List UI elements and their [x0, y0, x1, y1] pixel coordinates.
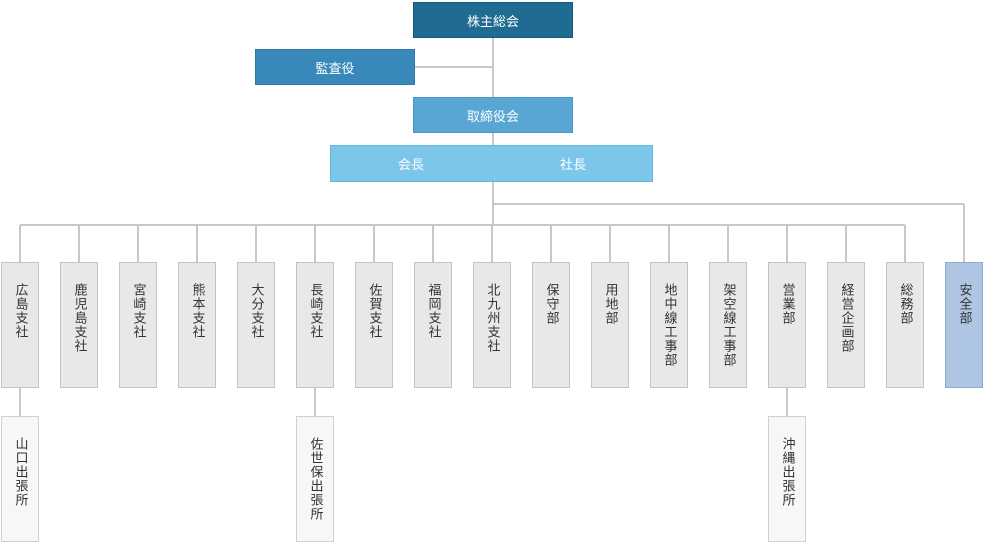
- department-box-general-affairs: 総務部: [886, 262, 924, 388]
- department-box-kitakyushu: 北九州支社: [473, 262, 511, 388]
- department-box-safety: 安全部: [945, 262, 983, 388]
- department-label: 安全部: [956, 283, 972, 325]
- executive-box: 会長 社長: [330, 145, 653, 182]
- department-box-nagasaki: 長崎支社: [296, 262, 334, 388]
- department-label: 地中線工事部: [661, 283, 677, 367]
- department-box-underground-line: 地中線工事部: [650, 262, 688, 388]
- department-box-oita: 大分支社: [237, 262, 275, 388]
- auditor-label: 監査役: [315, 61, 355, 77]
- department-label: 大分支社: [248, 283, 264, 339]
- department-label: 宮崎支社: [130, 283, 146, 339]
- department-box-overhead-line: 架空線工事部: [709, 262, 747, 388]
- department-label: 長崎支社: [307, 283, 323, 339]
- department-label: 総務部: [897, 283, 913, 325]
- board-of-directors-box: 取締役会: [413, 97, 573, 133]
- department-label: 保守部: [543, 283, 559, 325]
- branch-office-label: 佐世保出張所: [307, 437, 323, 521]
- department-box-kumamoto: 熊本支社: [178, 262, 216, 388]
- department-box-saga: 佐賀支社: [355, 262, 393, 388]
- department-label: 用地部: [602, 283, 618, 325]
- department-label: 架空線工事部: [720, 283, 736, 367]
- department-box-corporate-planning: 経営企画部: [827, 262, 865, 388]
- shareholders-meeting-label: 株主総会: [466, 14, 519, 30]
- department-label: 福岡支社: [425, 283, 441, 339]
- shareholders-meeting-box: 株主総会: [413, 2, 573, 38]
- board-of-directors-label: 取締役会: [466, 109, 519, 125]
- branch-office-label: 山口出張所: [12, 437, 28, 507]
- department-box-hiroshima: 広島支社: [1, 262, 39, 388]
- branch-office-box-okinawa: 沖縄出張所: [768, 416, 806, 542]
- chairman-label: 会長: [397, 158, 424, 173]
- branch-office-box-yamaguchi: 山口出張所: [1, 416, 39, 542]
- department-label: 熊本支社: [189, 283, 205, 339]
- president-label: 社長: [559, 158, 586, 173]
- auditor-box: 監査役: [255, 49, 415, 85]
- department-box-sales: 営業部: [768, 262, 806, 388]
- department-label: 営業部: [779, 283, 795, 325]
- branch-office-label: 沖縄出張所: [779, 437, 795, 507]
- department-box-kagoshima: 鹿児島支社: [60, 262, 98, 388]
- department-box-land: 用地部: [591, 262, 629, 388]
- department-box-fukuoka: 福岡支社: [414, 262, 452, 388]
- department-label: 鹿児島支社: [71, 283, 87, 353]
- department-label: 北九州支社: [484, 283, 500, 353]
- department-box-miyazaki: 宮崎支社: [119, 262, 157, 388]
- branch-office-box-sasebo: 佐世保出張所: [296, 416, 334, 542]
- department-label: 佐賀支社: [366, 283, 382, 339]
- department-label: 経営企画部: [838, 283, 854, 353]
- department-box-maintenance: 保守部: [532, 262, 570, 388]
- department-label: 広島支社: [12, 283, 28, 339]
